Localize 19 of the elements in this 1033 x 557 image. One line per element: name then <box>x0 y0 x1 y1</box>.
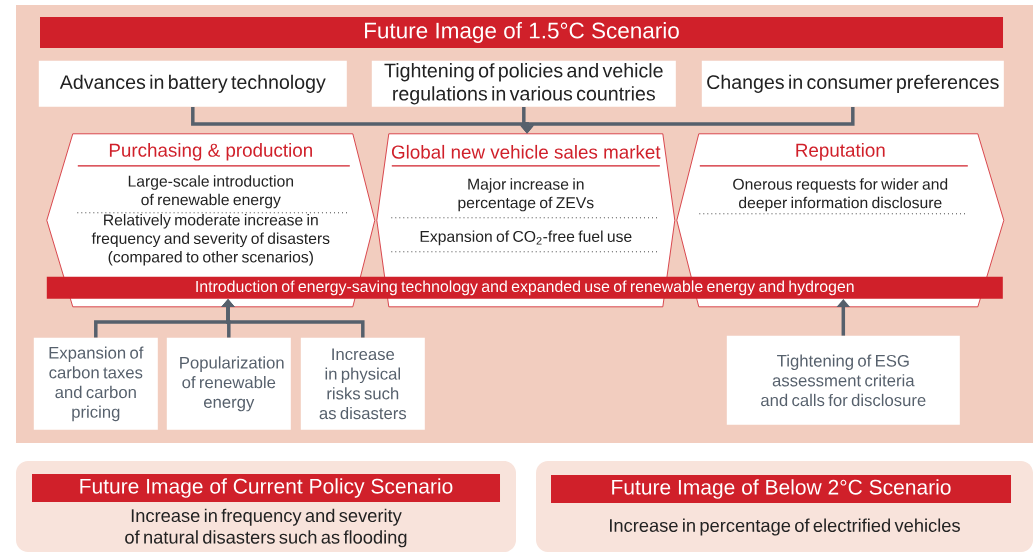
impact-text: Large-scale introduction of renewable energy <box>128 175 293 209</box>
impact-text: Onerous requests for wider and deeper information disclosure <box>733 178 948 212</box>
panel-heading: Purchasing & production <box>109 143 312 161</box>
factor-box: Changes in consumer preferences <box>701 60 1004 107</box>
impact-text: Expansion of CO$_{2}$-free fuel use <box>420 230 632 246</box>
impact-text: Relatively moderate increase in frequency and severity of disasters (compared to other scenarios) <box>91 214 330 266</box>
factor-box: Popularization of renewable energy <box>166 337 291 430</box>
arrow <box>221 299 365 338</box>
panel-heading: Reputation <box>796 143 885 161</box>
factor-box: Advances in battery technology <box>38 60 347 107</box>
panel-heading: Global new vehicle sales market <box>391 144 661 159</box>
scenario-panel: Future Image of Below 2°C Scenario Increase in percentage of electrified vehicles <box>536 461 1033 552</box>
measure-bar: Introduction of energy-saving technology and expanded use of renewable energy and hydrogen <box>46 276 1003 299</box>
factor-box: Expansion of carbon taxes and carbon pricing <box>33 337 158 430</box>
scenario-panel: Future Image of Current Policy Scenario Increase in frequency and severity of natural disasters such as flooding <box>16 461 516 552</box>
factor-box: Tightening of ESG assessment criteria and calls for disclosure <box>726 335 960 425</box>
impact-text: Major increase in percentage of ZEVs <box>458 178 594 212</box>
factor-box: Tightening of policies and vehicle regulations in various countries <box>371 60 676 107</box>
factor-box: Increase in physical risks such as disasters <box>300 337 425 430</box>
